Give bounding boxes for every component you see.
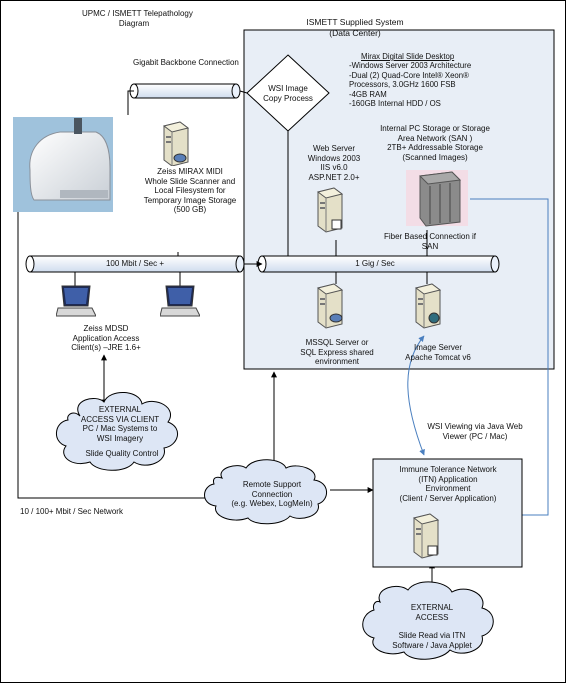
backbone-label: Gigabit Backbone Connection: [133, 58, 239, 67]
image-server-icon: [414, 283, 442, 329]
mirax-desktop-spec: Mirax Digital Slide Desktop -Windows Ser…: [349, 52, 472, 109]
net-100-label: 100 Mbit / Sec +: [105, 259, 165, 268]
datacenter-title: ISMETT Supplied System(Data Center): [306, 17, 404, 38]
mssql-server-icon: [316, 283, 344, 329]
cloud-remote-support: [204, 459, 327, 525]
pipe-1gig: [257, 255, 500, 273]
cloud-external-client: [56, 392, 178, 471]
itn-box: [372, 458, 523, 568]
net-1gig-label: 1 Gig / Sec: [355, 259, 395, 268]
cloud-external-access: [362, 581, 494, 660]
backbone-pipe: [129, 83, 241, 99]
laptop-icon: [56, 285, 96, 317]
scanner-server-icon: [162, 121, 190, 166]
slide-qc-label: Slide Quality Control: [85, 449, 159, 458]
pipe-100mbit: [25, 255, 245, 273]
network-label: 10 / 100+ Mbit / Sec Network: [20, 507, 123, 516]
connectors: [17, 90, 435, 593]
laptop-icon: [160, 285, 200, 317]
blue-connectors: [407, 198, 549, 516]
web-server-icon: [316, 187, 344, 233]
itn-server-icon: [412, 513, 440, 559]
mirax-heading: Mirax Digital Slide Desktop: [361, 52, 455, 61]
scanner-image: [13, 117, 113, 212]
itn-label: Immune Tolerance Network(ITN) Applicatio…: [399, 465, 497, 503]
san-storage-image: [406, 170, 468, 227]
